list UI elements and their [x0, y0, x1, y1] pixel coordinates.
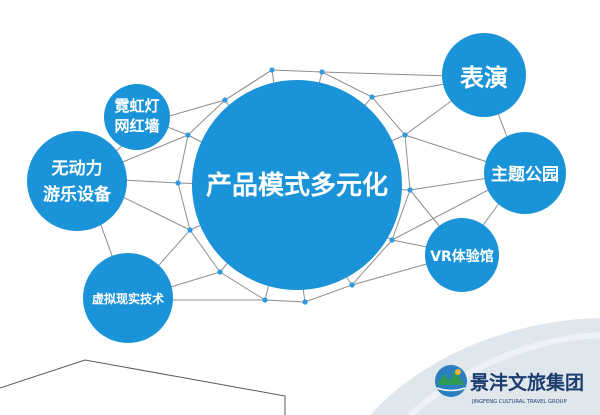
mesh-dot	[389, 237, 395, 243]
mesh-dots	[175, 67, 413, 305]
background-wave-accent	[408, 332, 600, 415]
mesh-dot	[269, 67, 275, 73]
node-vr-experience: VR体验馆	[425, 218, 499, 292]
center-label: 产品模式多元化	[206, 171, 388, 201]
logo-mark-icon	[435, 365, 467, 397]
mesh-dot	[319, 69, 325, 75]
logo-subtitle: JINGFENG CULTURAL TRAVEL GROUP	[471, 399, 567, 405]
node-label: 表演	[460, 64, 508, 92]
center-node: 产品模式多元化	[192, 80, 402, 290]
node-label: 网红墙	[114, 117, 159, 135]
node-unpowered-rides: 无动力 游乐设备	[27, 131, 127, 231]
mesh-dot	[222, 97, 228, 103]
node-virtual-reality: 虚拟现实技术	[83, 253, 173, 343]
mesh-dot	[369, 94, 375, 100]
node-theme-park: 主题公园	[484, 132, 566, 214]
mesh-dot	[407, 187, 413, 193]
node-label: VR体验馆	[430, 248, 494, 265]
node-label: 虚拟现实技术	[92, 291, 164, 306]
mesh-dot	[349, 282, 355, 288]
mesh-dot	[217, 269, 223, 275]
mesh-dot	[175, 180, 181, 186]
node-performance: 表演	[442, 33, 526, 117]
mesh-dot	[185, 132, 191, 138]
logo-name: 景沣文旅集团	[470, 371, 584, 394]
mesh-dot	[262, 297, 268, 303]
mesh-dot	[302, 299, 308, 305]
node-rainbow-wall: 霓虹灯 网红墙	[104, 84, 170, 150]
mesh-dot	[187, 227, 193, 233]
node-label: 主题公园	[491, 164, 559, 185]
mesh-dot	[402, 132, 408, 138]
node-label: 霓虹灯	[114, 97, 159, 115]
decorative-line	[0, 359, 286, 415]
company-logo: 景沣文旅集团 JINGFENG CULTURAL TRAVEL GROUP	[435, 365, 584, 405]
node-label: 游乐设备	[43, 184, 112, 205]
node-label: 无动力	[51, 158, 103, 179]
